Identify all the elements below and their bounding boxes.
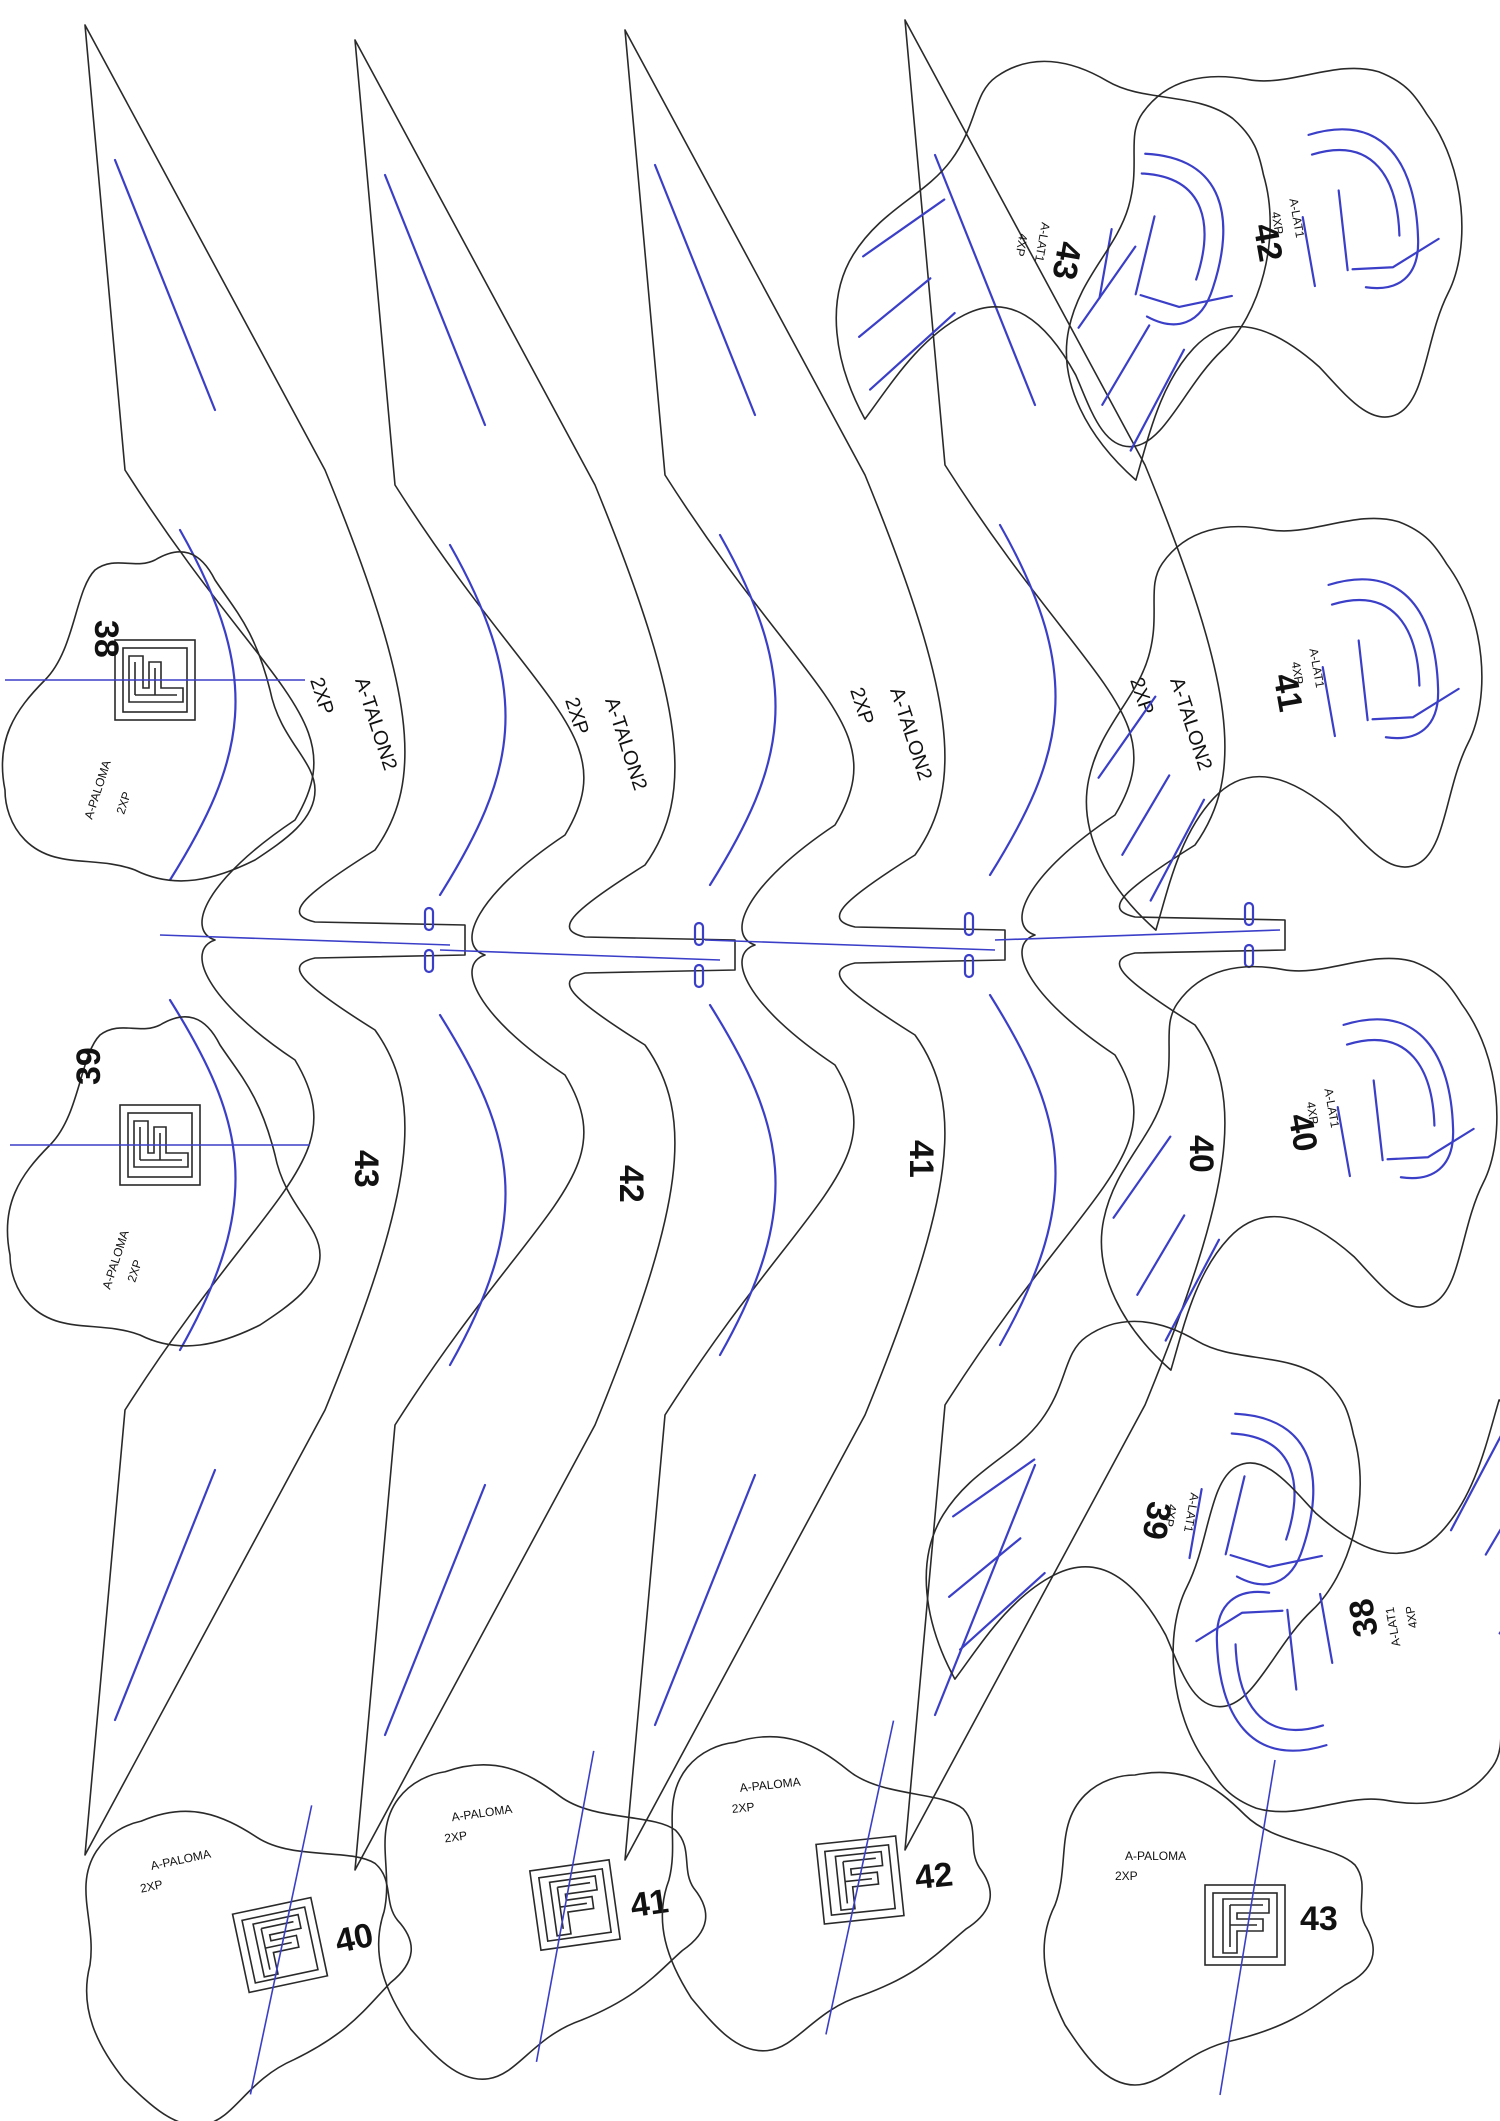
- lat-qty: 4XP: [1304, 1101, 1322, 1126]
- paloma-label: A-PALOMA: [451, 1802, 513, 1824]
- talon-piece-40: A-TALON2 2XP 40: [903, 18, 1287, 1852]
- paloma-qty: 2XP: [139, 1877, 164, 1895]
- talon-label: A-TALON2: [350, 675, 401, 773]
- paloma-size: 39: [70, 1047, 108, 1085]
- lat-piece-41: 41 A-LAT1 4XP: [1040, 486, 1500, 940]
- lat-piece-42: 42 A-LAT1 4XP: [1020, 36, 1500, 490]
- talon-size: 41: [902, 1140, 940, 1178]
- paloma-size: 42: [913, 1855, 955, 1897]
- talon-size: 40: [1182, 1135, 1220, 1173]
- lat-piece-40: 40 A-LAT1 4XP: [1055, 926, 1500, 1380]
- lat-qty: 4XP: [1289, 661, 1307, 686]
- lat-qty: 4XP: [1403, 1605, 1421, 1630]
- talon-label: A-TALON2: [885, 685, 936, 783]
- lat-piece-38: 38 A-LAT1 4XP: [1135, 1390, 1500, 1844]
- talon-piece-42: A-TALON2 2XP 42: [353, 38, 737, 1872]
- talon-size: 42: [612, 1165, 650, 1203]
- paloma-qty: 2XP: [114, 790, 134, 816]
- lat-qty: 4XP: [1269, 211, 1287, 236]
- paloma-qty: 2XP: [444, 1828, 468, 1845]
- talon-piece-41: A-TALON2 2XP 41: [623, 28, 1007, 1862]
- lat-size: 38: [1342, 1596, 1386, 1640]
- lat-label: A-LAT1: [1032, 221, 1053, 263]
- paloma-label: A-PALOMA: [82, 758, 114, 820]
- paloma-qty: 2XP: [731, 1800, 755, 1816]
- talon-label: A-TALON2: [600, 695, 651, 793]
- lat-label: A-LAT1: [1286, 197, 1307, 239]
- lat-qty: 4XP: [1162, 1503, 1180, 1528]
- lat-label: A-LAT1: [1181, 1492, 1202, 1534]
- lat-label: A-LAT1: [1383, 1606, 1404, 1648]
- talon-piece-43: A-TALON2 2XP 43: [83, 23, 467, 1857]
- lat-size: 42: [1246, 221, 1290, 265]
- lat-size: 40: [1281, 1111, 1325, 1155]
- paloma-piece-39: 39: [6, 1016, 321, 1347]
- paloma-label: A-PALOMA: [149, 1847, 212, 1873]
- talon-qty: 2XP: [560, 695, 593, 738]
- paloma-label: A-PALOMA: [739, 1775, 801, 1795]
- lat-size: 43: [1044, 239, 1088, 283]
- paloma-size: 38: [87, 620, 125, 658]
- talon-label: A-TALON2: [1165, 675, 1216, 773]
- lat-piece-39: 39 A-LAT1 4XP: [906, 1290, 1386, 1745]
- lat-qty: 4XP: [1013, 233, 1031, 258]
- lat-size: 41: [1266, 671, 1310, 715]
- lat-size: 39: [1134, 1499, 1178, 1543]
- paloma-piece-41: 41 A-PALOMA 2XP: [354, 1735, 726, 2093]
- paloma-qty: 2XP: [125, 1258, 145, 1284]
- paloma-piece-43: 43 A-PALOMA 2XP: [1043, 1759, 1374, 2096]
- paloma-piece-38: 38: [1, 551, 316, 882]
- paloma-qty: 2XP: [1115, 1869, 1138, 1883]
- talon-size: 43: [347, 1150, 385, 1188]
- lat-label: A-LAT1: [1321, 1087, 1342, 1129]
- paloma-label: A-PALOMA: [100, 1228, 132, 1290]
- talon-qty: 2XP: [305, 675, 338, 718]
- paloma-size: 41: [628, 1882, 671, 1925]
- paloma-label: A-PALOMA: [1125, 1849, 1186, 1863]
- talon-qty: 2XP: [845, 685, 878, 728]
- lat-label: A-LAT1: [1306, 647, 1327, 689]
- paloma-size: 43: [1300, 1900, 1338, 1938]
- paloma-size: 40: [332, 1916, 377, 1961]
- lat-piece-43: 43 A-LAT1 4XP: [816, 30, 1296, 485]
- paloma-piece-42: 42 A-PALOMA 2XP: [643, 1714, 1006, 2061]
